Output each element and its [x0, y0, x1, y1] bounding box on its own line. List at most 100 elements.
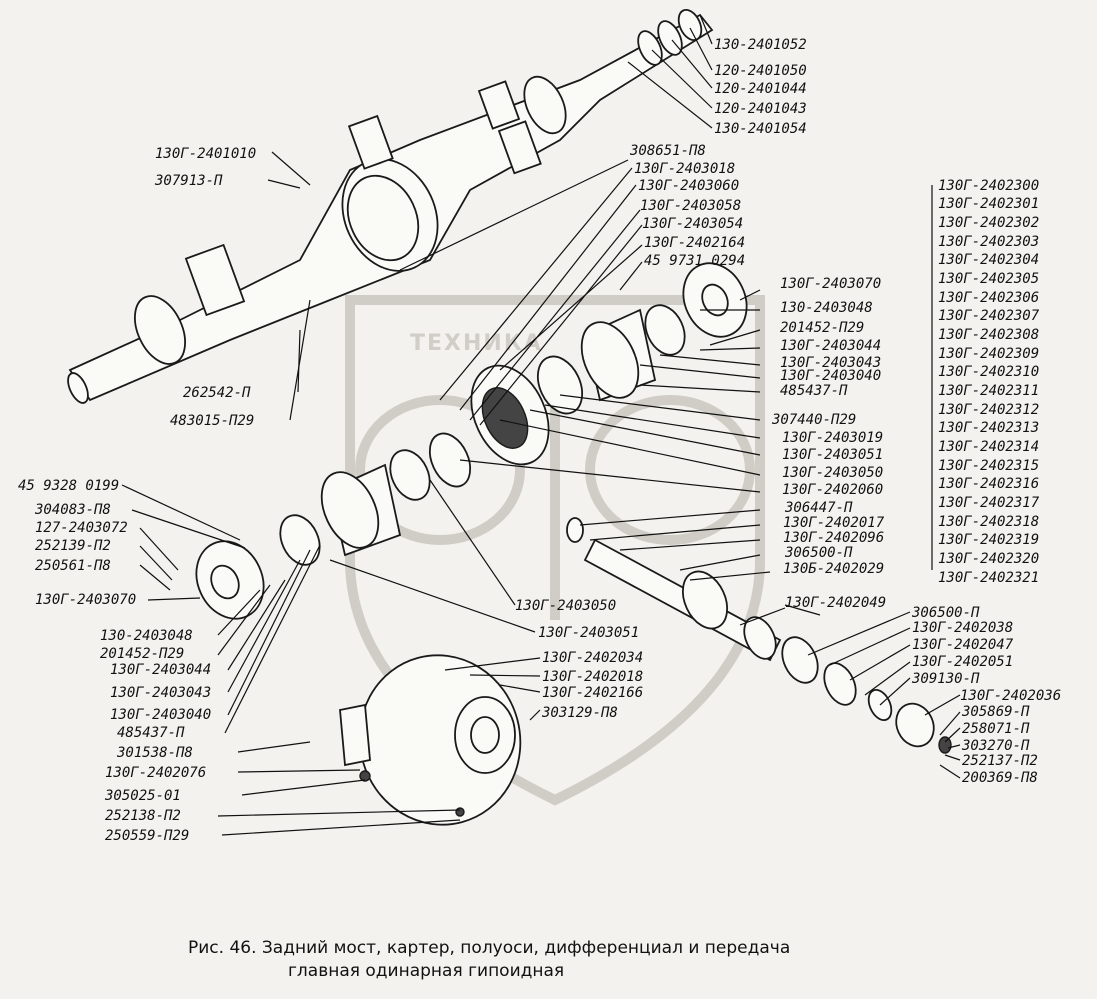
label-130g-2403043-left: 130Г-2403043 [110, 685, 211, 701]
label-130g-2403054: 130Г-2403054 [642, 216, 743, 232]
shim-label: 130Г-2402318 [938, 514, 1039, 530]
label-301538-p8: 301538-П8 [116, 745, 193, 761]
label-250561-p8: 250561-П8 [35, 558, 111, 574]
shim-label: 130Г-2402311 [938, 383, 1039, 399]
label-120-2401050: 120-2401050 [714, 63, 807, 79]
label-130g-2403018: 130Г-2403018 [634, 161, 735, 177]
shim-label: 130Г-2402321 [938, 570, 1039, 586]
pinion-assembly [566, 517, 952, 754]
brake-assembly [339, 654, 522, 826]
label-252138-p2: 252138-П2 [105, 808, 181, 824]
label-130g-2402164: 130Г-2402164 [644, 235, 745, 251]
axle-housing [67, 8, 714, 404]
label-130g-2403070-top: 130Г-2403070 [780, 276, 881, 292]
label-130-2403048-left: 130-2403048 [100, 628, 193, 644]
label-305025-01: 305025-01 [104, 788, 181, 804]
shim-list: 130Г-2402300 130Г-2402301 130Г-2402302 1… [938, 178, 1040, 586]
label-130g-2403050-bottom: 130Г-2403050 [515, 598, 616, 614]
label-304083-p8: 304083-П8 [34, 502, 111, 518]
shim-label: 130Г-2402319 [938, 532, 1039, 548]
caption-line2: главная одинарная гипоидная [288, 961, 564, 981]
leader-lines [121, 14, 961, 836]
label-252139-p2: 252139-П2 [35, 538, 111, 554]
figure-caption: Рис. 46. Задний мост, картер, полуоси, д… [188, 938, 790, 981]
label-130g-2403051-bottom: 130Г-2403051 [538, 625, 639, 641]
shim-label: 130Г-2402303 [938, 234, 1039, 250]
shim-label: 130Г-2402310 [938, 364, 1039, 380]
label-130g-2402038: 130Г-2402038 [912, 620, 1013, 636]
label-308651-p8: 308651-П8 [629, 143, 706, 159]
label-130g-2403043-top: 130Г-2403043 [780, 355, 881, 371]
label-130g-2403058: 130Г-2403058 [640, 198, 741, 214]
shim-label: 130Г-2402312 [938, 402, 1039, 418]
label-201452-p29-left: 201452-П29 [100, 646, 184, 662]
shim-label: 130Г-2402314 [938, 439, 1039, 455]
shim-label: 130Г-2402317 [938, 495, 1040, 511]
label-130g-2402036: 130Г-2402036 [960, 688, 1061, 704]
label-130g-2403019: 130Г-2403019 [782, 430, 883, 446]
label-307913-p: 307913-П [154, 173, 223, 189]
label-130g-2402076: 130Г-2402076 [105, 765, 206, 781]
label-45-9731-0294: 45 9731 0294 [644, 253, 745, 269]
label-130g-2402166: 130Г-2402166 [542, 685, 643, 701]
label-120-2401044: 120-2401044 [714, 81, 807, 97]
label-252137-p2: 252137-П2 [962, 753, 1038, 769]
label-130g-2403070-left: 130Г-2403070 [35, 592, 136, 608]
label-130g-2403040-top: 130Г-2403040 [780, 368, 881, 384]
label-130g-2403040-left: 130Г-2403040 [110, 707, 211, 723]
label-130g-2402049: 130Г-2402049 [785, 595, 886, 611]
label-45-9328-0199: 45 9328 0199 [18, 478, 119, 494]
label-485437-p-top: 485437-П [780, 383, 848, 399]
differential-assembly [195, 262, 748, 620]
label-120-2401043: 120-2401043 [714, 101, 807, 117]
label-130g-2402047: 130Г-2402047 [912, 637, 1014, 653]
label-130-2401052: 130-2401052 [714, 37, 807, 53]
shim-label: 130Г-2402304 [938, 252, 1039, 268]
shim-label: 130Г-2402313 [938, 420, 1039, 436]
shim-label: 130Г-2402300 [938, 178, 1039, 194]
label-306500-p-mid: 306500-П [784, 545, 853, 561]
label-485437-p-left: 485437-П [117, 725, 185, 741]
label-130g-2403044-top: 130Г-2403044 [780, 338, 881, 354]
label-130g-2403051-right: 130Г-2403051 [782, 447, 883, 463]
label-309130-p: 309130-П [911, 671, 980, 687]
label-127-2403072: 127-2403072 [35, 520, 128, 536]
label-258071-p: 258071-П [962, 721, 1030, 737]
part-labels: 130-2401052 120-2401050 120-2401044 120-… [18, 37, 1061, 844]
label-130g-2403044-left: 130Г-2403044 [110, 662, 211, 678]
label-200369-p8: 200369-П8 [962, 770, 1038, 786]
label-130g-2402096: 130Г-2402096 [783, 530, 884, 546]
shim-label: 130Г-2402302 [938, 215, 1039, 231]
shim-label: 130Г-2402316 [938, 476, 1039, 492]
shim-label: 130Г-2402305 [938, 271, 1039, 287]
label-307440-p29: 307440-П29 [771, 412, 856, 428]
caption-line1: Рис. 46. Задний мост, картер, полуоси, д… [188, 938, 790, 958]
shim-label: 130Г-2402320 [938, 551, 1039, 567]
label-130g-2402051: 130Г-2402051 [912, 654, 1013, 670]
label-130g-2402017: 130Г-2402017 [783, 515, 885, 531]
shim-label: 130Г-2402315 [938, 458, 1039, 474]
label-305869-p: 305869-П [961, 704, 1030, 720]
label-130-2401054: 130-2401054 [714, 121, 807, 137]
label-130g-2403050-right: 130Г-2403050 [782, 465, 883, 481]
label-130-2403048-top: 130-2403048 [780, 300, 873, 316]
shim-label: 130Г-2402301 [938, 196, 1039, 212]
label-130g-2403060: 130Г-2403060 [638, 178, 739, 194]
label-250559-p29: 250559-П29 [105, 828, 189, 844]
label-306500-p-right: 306500-П [911, 605, 980, 621]
label-303270-p: 303270-П [961, 738, 1030, 754]
shim-label: 130Г-2402309 [938, 346, 1039, 362]
label-130g-2402060: 130Г-2402060 [782, 482, 883, 498]
label-262542-p: 262542-П [183, 385, 251, 401]
label-130b-2402029: 130Б-2402029 [783, 561, 884, 577]
watermark-text: ТЕХНИКА [410, 331, 543, 356]
label-306447-p: 306447-П [784, 500, 853, 516]
label-130g-2401010: 130Г-2401010 [155, 146, 256, 162]
label-130g-2402034: 130Г-2402034 [542, 650, 643, 666]
shim-label: 130Г-2402307 [938, 308, 1040, 324]
label-303129-p8: 303129-П8 [541, 705, 618, 721]
shim-label: 130Г-2402306 [938, 290, 1039, 306]
label-201452-p29-top: 201452-П29 [780, 320, 864, 336]
